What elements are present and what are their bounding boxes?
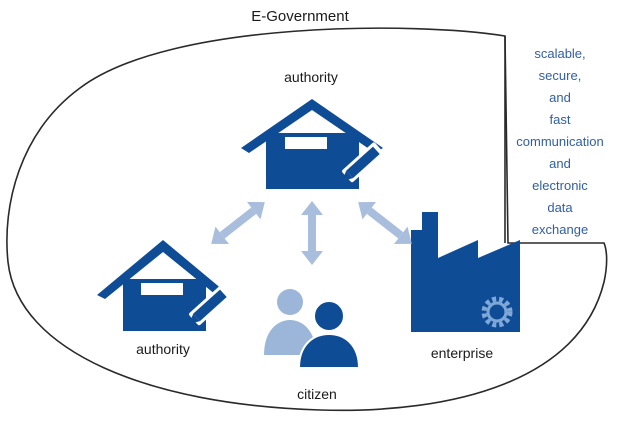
callout-line: communication xyxy=(516,134,603,149)
authority-left-icon xyxy=(97,240,231,331)
arrow-authority-to-citizen xyxy=(301,201,323,265)
callout-line: fast xyxy=(550,112,571,127)
authority-top-label: authority xyxy=(284,69,338,85)
callout-line: and xyxy=(549,156,571,171)
arrow-authority-to-authority xyxy=(211,202,265,244)
callout-line: exchange xyxy=(532,222,588,237)
callout-line: secure, xyxy=(539,68,582,83)
callout-line: and xyxy=(549,90,571,105)
enterprise-label: enterprise xyxy=(431,345,493,361)
callout-line: data xyxy=(547,200,573,215)
boundary-outline xyxy=(6,27,608,412)
enterprise-factory-icon xyxy=(411,212,520,332)
callout-line: scalable, xyxy=(534,46,585,61)
gear-icon xyxy=(481,296,513,328)
callout-text: scalable, secure, and fast communication… xyxy=(516,46,603,237)
citizen-label: citizen xyxy=(297,386,337,402)
diagram-title: E-Government xyxy=(251,8,349,25)
authority-left-label: authority xyxy=(136,341,190,357)
arrow-authority-to-enterprise xyxy=(358,202,412,244)
authority-top-icon xyxy=(241,99,384,189)
callout-line: electronic xyxy=(532,178,588,193)
citizen-people-icon xyxy=(264,289,361,369)
